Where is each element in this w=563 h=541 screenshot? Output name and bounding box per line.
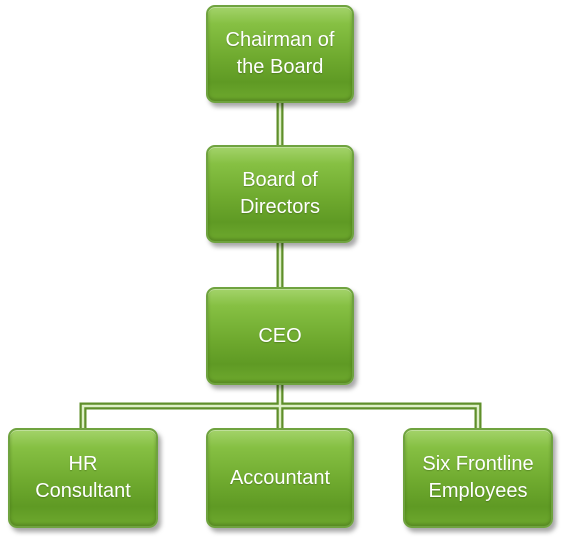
node-hr-consultant: HR Consultant (8, 428, 158, 528)
node-label: Board of Directors (239, 169, 320, 218)
node-six-frontline-employees: Six Frontline Employees (403, 428, 553, 528)
node-label: Chairman of the Board (225, 29, 335, 78)
node-label: HR Consultant (35, 453, 131, 502)
node-label: Six Frontline Employees (422, 453, 534, 502)
node-label: CEO (258, 324, 302, 347)
node-ceo: CEO (206, 287, 354, 385)
node-label: Accountant (229, 466, 331, 489)
node-board-of-directors: Board of Directors (206, 145, 354, 243)
node-chairman-of-the-board: Chairman of the Board (206, 5, 354, 103)
node-accountant: Accountant (206, 428, 354, 528)
